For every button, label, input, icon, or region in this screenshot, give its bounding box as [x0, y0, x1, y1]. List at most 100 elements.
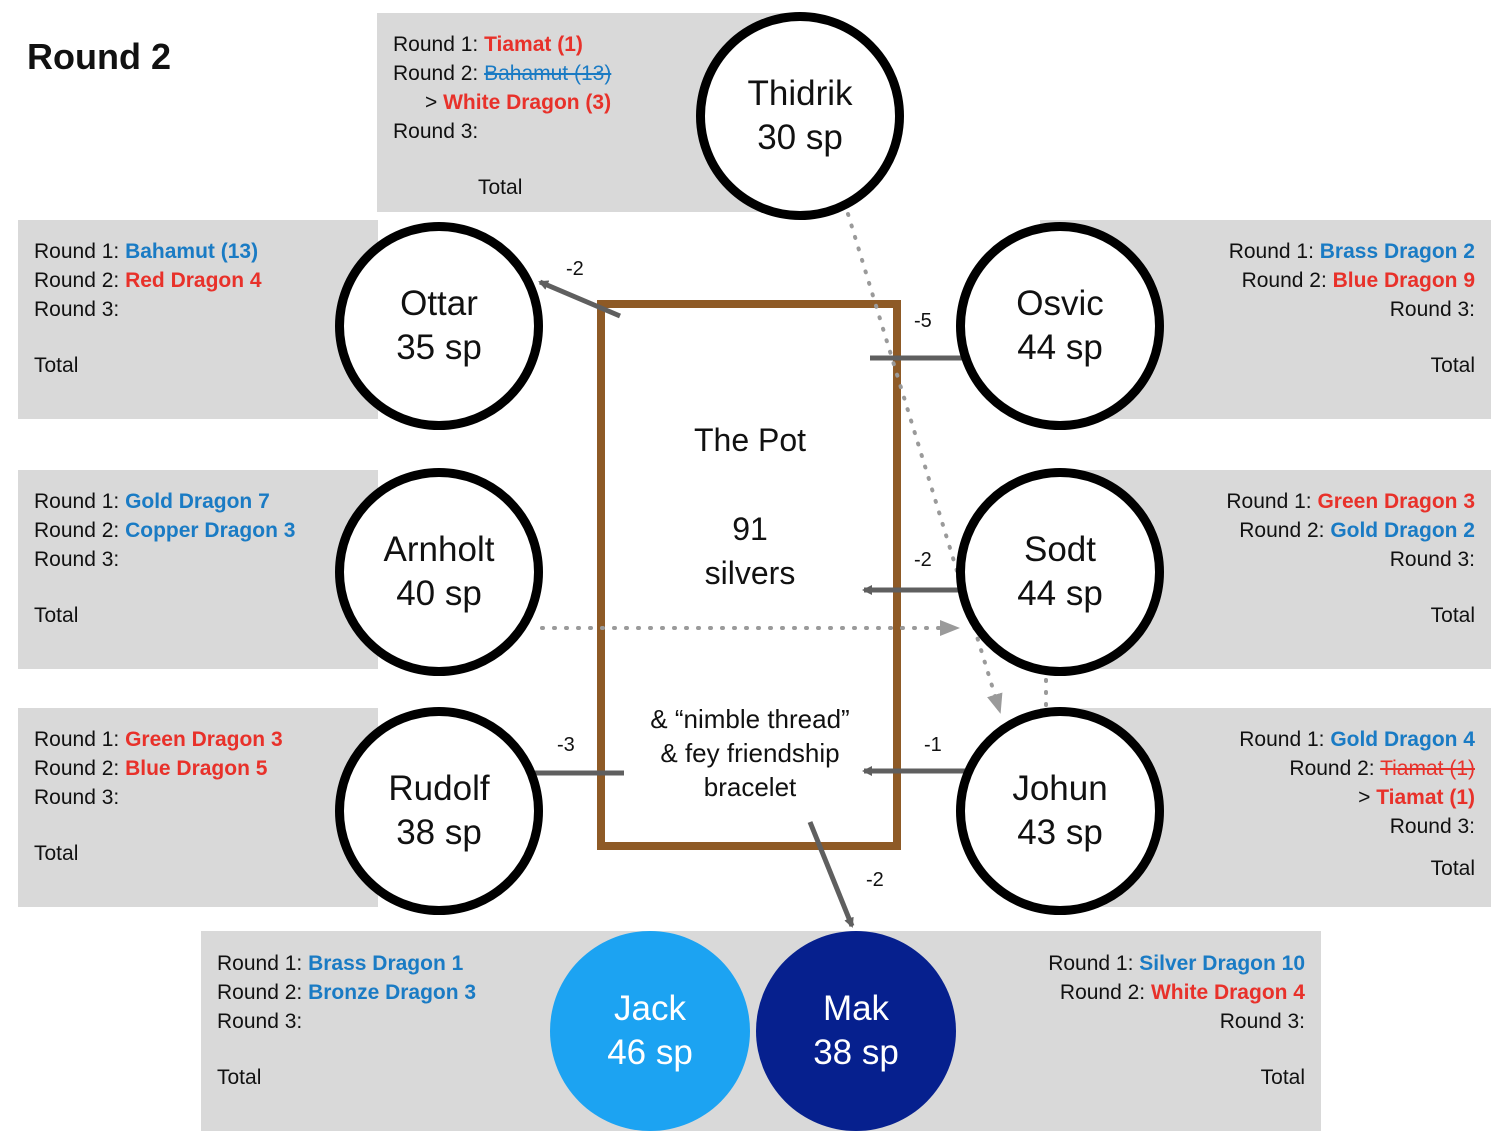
player-silver: 40 sp	[396, 574, 482, 613]
rudolf-transfer: -3	[557, 734, 575, 756]
round-2-label: Round 2:	[1241, 269, 1333, 292]
round-3-label: Round 3:	[34, 548, 120, 571]
round-2-label: Round 2:	[393, 62, 485, 85]
player-silver: 30 sp	[757, 118, 843, 157]
ottar-round-2-pick: Red Dragon 4	[125, 269, 262, 292]
round-2-label: Round 2:	[34, 519, 126, 542]
player-name: Sodt	[1024, 530, 1096, 569]
total-label: Total	[1430, 604, 1475, 627]
player-rudolf: Rudolf 38 sp	[335, 707, 543, 915]
round-3-label: Round 3:	[34, 786, 120, 809]
jack-round-2-pick: Bronze Dragon 3	[308, 981, 477, 1004]
player-name: Osvic	[1016, 284, 1104, 323]
player-silver: 44 sp	[1017, 328, 1103, 367]
round-2-label: Round 2:	[1059, 981, 1151, 1004]
total-label: Total	[1430, 354, 1475, 377]
round-1-label: Round 1:	[217, 952, 309, 975]
ottar-transfer: -2	[566, 258, 584, 280]
thidrik-round-2-struck-pick: Bahamut (13)	[484, 62, 612, 85]
rudolf-panel	[18, 708, 378, 907]
round-1-label: Round 1:	[1226, 490, 1318, 513]
mak-round-1-pick: Silver Dragon 10	[1139, 952, 1305, 975]
rudolf-rounds: Round 1: Green Dragon 3 Round 2: Blue Dr…	[34, 725, 283, 868]
player-silver: 35 sp	[396, 328, 482, 367]
player-name: Johun	[1012, 769, 1108, 808]
round-2-label: Round 2:	[34, 269, 126, 292]
change-marker: >	[1358, 786, 1377, 809]
player-name: Ottar	[400, 284, 478, 323]
round-3-label: Round 3:	[1389, 298, 1475, 321]
player-name: Arnholt	[383, 530, 495, 569]
prize-line-3: bracelet	[703, 772, 797, 802]
mak-rounds: Round 1: Silver Dragon 10 Round 2: White…	[1048, 949, 1305, 1092]
player-sodt: Sodt 44 sp	[956, 468, 1164, 676]
rudolf-round-1-pick: Green Dragon 3	[125, 728, 283, 751]
osvic-transfer: -5	[914, 310, 932, 332]
thidrik-rounds: Round 1: Tiamat (1) Round 2: Bahamut (13…	[393, 30, 611, 202]
johun-transfer: -1	[924, 734, 942, 756]
player-silver: 44 sp	[1017, 574, 1103, 613]
osvic-rounds: Round 1: Brass Dragon 2 Round 2: Blue Dr…	[1229, 237, 1475, 380]
sodt-rounds: Round 1: Green Dragon 3 Round 2: Gold Dr…	[1226, 487, 1475, 630]
player-arnholt: Arnholt 40 sp	[335, 468, 543, 676]
arnholt-panel	[18, 470, 378, 669]
player-johun: Johun 43 sp	[956, 707, 1164, 915]
player-name: Jack	[614, 989, 686, 1028]
round-2-label: Round 2:	[217, 981, 309, 1004]
thidrik-round-2-pick: White Dragon (3)	[443, 91, 612, 114]
jack-round-1-pick: Brass Dragon 1	[308, 952, 464, 975]
player-name: Thidrik	[747, 74, 853, 113]
johun-round-1-pick: Gold Dragon 4	[1330, 728, 1475, 751]
prize-line-2: & fey friendship	[660, 738, 840, 768]
player-silver: 46 sp	[607, 1033, 693, 1072]
player-silver: 38 sp	[813, 1033, 899, 1072]
sodt-round-2-pick: Gold Dragon 2	[1330, 519, 1475, 542]
round-1-label: Round 1:	[1048, 952, 1140, 975]
total-label: Total	[1260, 1066, 1305, 1089]
change-marker: >	[425, 91, 444, 114]
mak-transfer: -2	[866, 869, 884, 891]
arnholt-round-1-pick: Gold Dragon 7	[125, 490, 270, 513]
player-name: Mak	[822, 989, 890, 1028]
round-2-label: Round 2:	[34, 757, 126, 780]
jack-rounds: Round 1: Brass Dragon 1 Round 2: Bronze …	[217, 949, 476, 1092]
pot-unit: silvers	[704, 555, 796, 591]
round-1-label: Round 1:	[34, 490, 126, 513]
player-silver: 38 sp	[396, 813, 482, 852]
total-label: Total	[217, 1066, 262, 1089]
mak-round-2-pick: White Dragon 4	[1150, 981, 1305, 1004]
round-3-label: Round 3:	[1389, 815, 1475, 838]
osvic-round-1-pick: Brass Dragon 2	[1319, 240, 1475, 263]
round-3-label: Round 3:	[1389, 548, 1475, 571]
rudolf-round-2-pick: Blue Dragon 5	[125, 757, 268, 780]
sodt-round-1-pick: Green Dragon 3	[1317, 490, 1475, 513]
round-heading: Round 2	[27, 36, 171, 77]
thidrik-round-1-pick: Tiamat (1)	[484, 33, 583, 56]
total-label: Total	[478, 176, 523, 199]
osvic-round-2-pick: Blue Dragon 9	[1332, 269, 1475, 292]
ottar-round-1-pick: Bahamut (13)	[125, 240, 259, 263]
player-thidrik: Thidrik 30 sp	[696, 12, 904, 220]
round-3-label: Round 3:	[393, 120, 479, 143]
player-mak: Mak 38 sp	[756, 931, 956, 1131]
prize-line-1: & “nimble thread”	[650, 704, 850, 734]
pot-label: The Pot	[693, 422, 807, 458]
round-1-label: Round 1:	[1228, 240, 1320, 263]
round-1-label: Round 1:	[34, 728, 126, 751]
total-label: Total	[34, 604, 79, 627]
johun-round-2-struck-pick: Tiamat (1)	[1380, 757, 1475, 780]
round-3-label: Round 3:	[217, 1010, 303, 1033]
player-jack: Jack 46 sp	[550, 931, 750, 1131]
round-2-label: Round 2:	[1289, 757, 1381, 780]
round-1-label: Round 1:	[34, 240, 126, 263]
johun-rounds: Round 1: Gold Dragon 4 Round 2: Tiamat (…	[1239, 725, 1475, 883]
total-label: Total	[34, 842, 79, 865]
round-3-label: Round 3:	[1219, 1010, 1305, 1033]
player-silver: 43 sp	[1017, 813, 1103, 852]
player-ottar: Ottar 35 sp	[335, 222, 543, 430]
player-name: Rudolf	[388, 769, 490, 808]
player-osvic: Osvic 44 sp	[956, 222, 1164, 430]
round-2-label: Round 2:	[1239, 519, 1331, 542]
arnholt-round-2-pick: Copper Dragon 3	[125, 519, 296, 542]
round-1-label: Round 1:	[393, 33, 485, 56]
